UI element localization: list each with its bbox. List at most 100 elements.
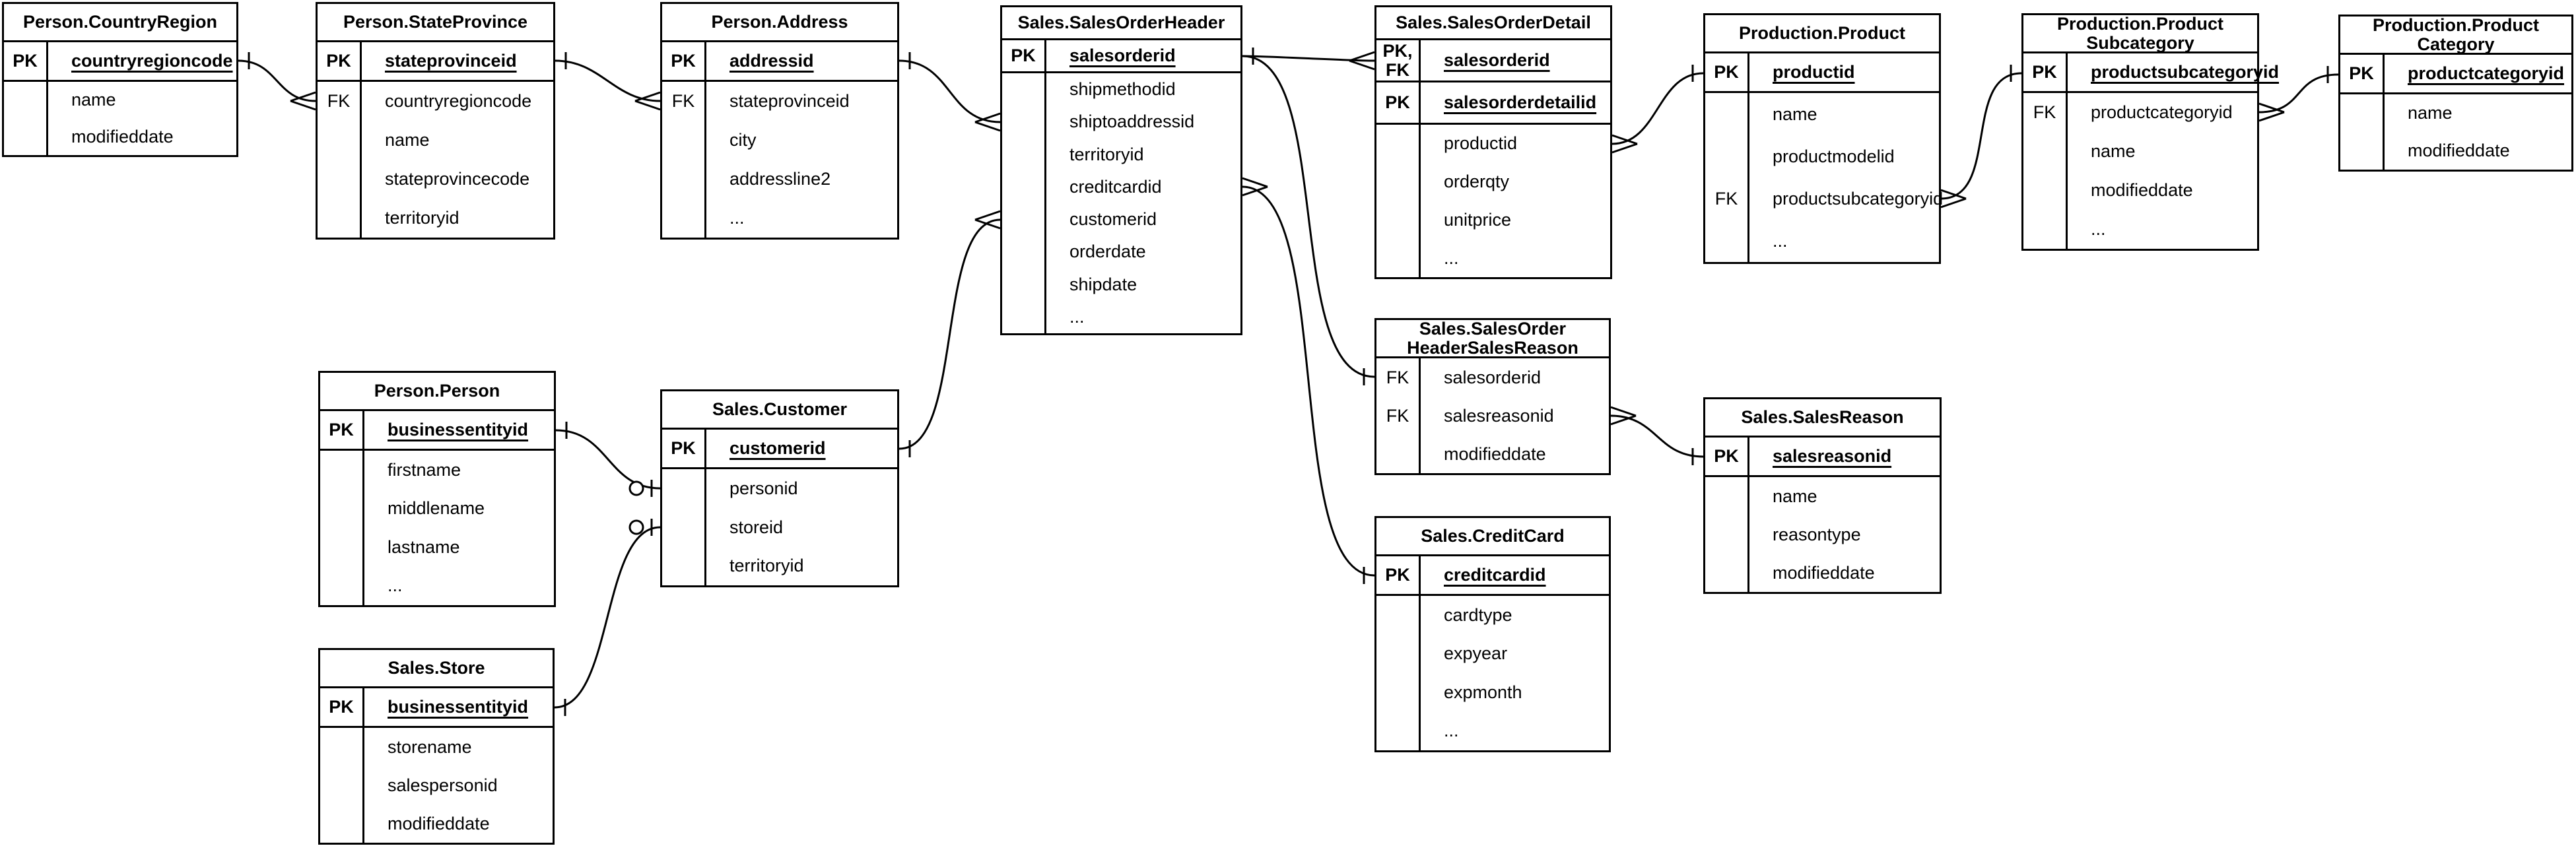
table-row: ... xyxy=(320,567,554,606)
attribute-name: ... xyxy=(1444,721,1459,741)
pk-field: creditcardid xyxy=(1444,565,1546,585)
attribute-name: name xyxy=(2091,141,2136,161)
attribute-name: name xyxy=(71,90,116,110)
attribute-name: territoryid xyxy=(1069,144,1144,164)
attribute-name: salespersonid xyxy=(388,775,498,795)
key-badge: PK xyxy=(671,51,696,71)
key-badge: PK xyxy=(2032,62,2057,82)
table-row: territoryid xyxy=(318,199,553,238)
pk-field: businessentityid xyxy=(388,697,529,717)
attribute-name: personid xyxy=(729,478,798,498)
attribute-name: middlename xyxy=(388,498,485,519)
key-column-divider xyxy=(362,411,364,605)
table-title: Production.Product xyxy=(1705,15,1939,53)
key-column-divider xyxy=(1044,40,1046,333)
table-row: storeid xyxy=(662,508,897,547)
attribute-name: name xyxy=(385,130,430,150)
table-row: modifieddate xyxy=(1705,554,1940,592)
fk-badge: FK xyxy=(671,91,695,111)
connector-salesorderheader-creditcard xyxy=(1242,177,1375,584)
attribute-name: name xyxy=(1773,104,1817,124)
crow-foot-prong xyxy=(974,112,1001,123)
table-row: territoryid xyxy=(1002,139,1240,171)
attribute-name: modifieddate xyxy=(1773,562,1875,583)
table-row: modifieddate xyxy=(2023,171,2257,210)
connector-salesorderheader-salesorderdetail xyxy=(1242,48,1375,71)
table-row: middlename xyxy=(320,490,554,529)
table-row: productmodelid xyxy=(1705,135,1939,178)
table-title: Sales.SalesOrderDetail xyxy=(1376,7,1610,40)
connector-productsubcategory-productcategory xyxy=(2258,66,2339,122)
key-column-divider xyxy=(360,42,362,238)
connector-product-productsubcategory xyxy=(1940,65,2022,209)
key-column-divider xyxy=(1419,358,1421,473)
key-badge: PK, FK xyxy=(1382,40,1413,80)
attribute-name: ... xyxy=(388,575,403,596)
table-row: name xyxy=(1705,477,1940,515)
table-row: shipmethodid xyxy=(1002,73,1240,106)
attribute-name: orderqty xyxy=(1444,172,1510,192)
attribute-name: modifieddate xyxy=(2091,180,2193,200)
relationship-line xyxy=(1242,185,1375,577)
table-row: territoryid xyxy=(662,546,897,585)
attribute-name: ... xyxy=(729,208,745,228)
pk-field: salesorderid xyxy=(1444,50,1550,70)
table-key-row: PK, FK salesorderid xyxy=(1376,40,1610,82)
attribute-name: ... xyxy=(1069,306,1085,327)
table-row: unitprice xyxy=(1376,201,1610,240)
connector-customer-salesorderheader xyxy=(898,210,1001,457)
pk-field: stateprovinceid xyxy=(385,51,517,71)
table-title-line: Production.Product xyxy=(2373,15,2539,35)
table-title: Person.StateProvince xyxy=(318,4,553,42)
table-title-line: Sales.Customer xyxy=(712,399,848,419)
crow-foot-prong xyxy=(1242,177,1268,188)
relationship-line xyxy=(1611,72,1704,145)
table-title-line: Person.CountryRegion xyxy=(22,12,218,32)
crow-foot-prong xyxy=(634,91,661,102)
table-row: ... xyxy=(1705,220,1939,262)
crow-foot-prong xyxy=(290,100,316,111)
attribute-name: shiptoaddressid xyxy=(1069,112,1195,132)
key-column-divider xyxy=(1747,53,1749,262)
crow-foot-prong xyxy=(634,100,661,111)
attribute-name: territoryid xyxy=(385,208,459,228)
table-row: reasontype xyxy=(1705,515,1940,554)
connector-salesorderheader-salesorderheadersalesreason xyxy=(1242,55,1375,385)
key-badge: PK xyxy=(671,438,696,458)
attribute-name: addressline2 xyxy=(729,169,831,189)
table-row: modifieddate xyxy=(320,804,553,843)
table-row: ... xyxy=(1376,239,1610,277)
fk-badge: FK xyxy=(327,91,351,111)
fk-badge: FK xyxy=(2033,102,2056,122)
key-column-divider xyxy=(2383,55,2385,170)
table-row: modifieddate xyxy=(4,119,236,156)
crow-foot-prong xyxy=(2258,102,2285,114)
